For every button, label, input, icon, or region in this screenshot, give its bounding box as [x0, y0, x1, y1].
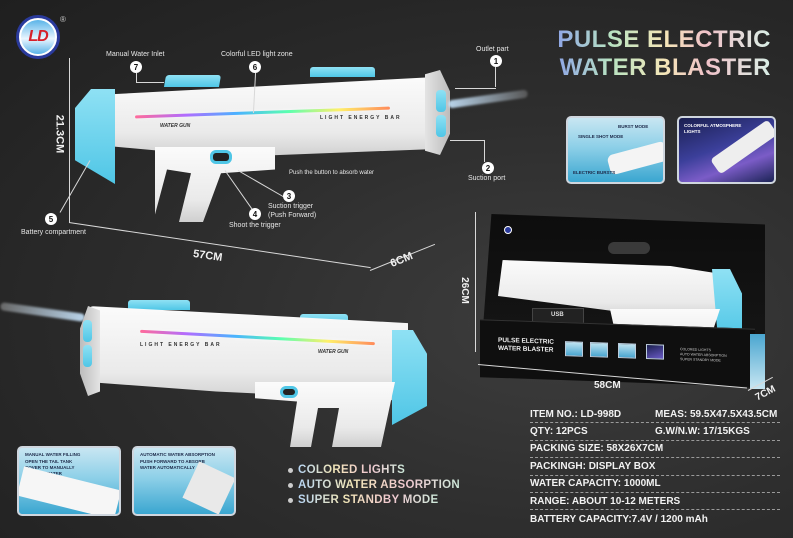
burst-mode-thumbnail: BURST MODE SINGLE SHOT MODE ELECTRIC BUR… [566, 116, 665, 184]
gun-grip [255, 382, 395, 447]
bullet-icon [288, 483, 293, 488]
bullet-icon [288, 468, 293, 473]
callout-1-line-h [455, 88, 496, 89]
top-rail-cap [128, 300, 190, 310]
registered-mark: ® [60, 15, 66, 24]
callout-7-label: Manual Water Inlet [106, 51, 165, 58]
callout-4-label: Shoot the trigger [229, 222, 281, 229]
battery-compartment [75, 89, 115, 184]
callout-1-line [495, 67, 496, 87]
trigger-button [280, 386, 298, 398]
push-note: Push the button to absorb water [289, 170, 375, 176]
colorful-lights-thumbnail: COLORFUL ATMOSPHERE LIGHTS [677, 116, 776, 184]
spec-row: RANGE: ABOUT 10-12 METERS [530, 493, 780, 511]
box-thumb-4 [646, 343, 664, 360]
callout-3-sublabel: (Push Forward) [268, 212, 317, 219]
callout-4-number: 4 [249, 208, 261, 220]
box-hang-hole [608, 242, 650, 254]
colorful-lights-title: COLORFUL ATMOSPHERE LIGHTS [684, 123, 742, 134]
battery-compartment [392, 330, 427, 425]
box-side-panel [750, 334, 765, 389]
callout-3-number: 3 [283, 190, 295, 202]
title-line-1: PULSE ELECTRIC [557, 26, 771, 53]
box-logo-icon [504, 226, 512, 234]
model-label: WATER GUN [318, 349, 349, 355]
callout-5-number: 5 [45, 213, 57, 225]
outlet-nozzle [436, 90, 446, 112]
height-dimension: 21.3CM [53, 114, 66, 154]
height-dimension-line [69, 58, 70, 223]
suction-nozzle [83, 345, 92, 367]
box-length-dimension: 58CM [594, 380, 621, 391]
burst-mode-title: BURST MODE [618, 124, 649, 129]
page-title: PULSE ELECTRIC WATER BLASTER [557, 26, 771, 82]
box-height-dimension: 26CM [458, 277, 470, 304]
spec-row: BATTERY CAPACITY:7.4V / 1200 mAh [530, 513, 708, 525]
callout-6-number: 6 [249, 61, 261, 73]
callout-1-number: 1 [490, 55, 502, 67]
feature-item: AUTO WATER ABSORPTION [288, 478, 460, 493]
callout-7-number: 7 [130, 61, 142, 73]
box-thumb-1 [565, 341, 583, 357]
spec-row: WATER CAPACITY: 1000ML [530, 476, 780, 493]
feature-item: SUPER STANDBY MODE [288, 493, 460, 508]
single-shot-title: SINGLE SHOT MODE [578, 134, 624, 139]
manual-water-filling-thumbnail: MANUAL WATER FILLING OPEN THE TAIL TANK … [17, 446, 121, 516]
callout-3-label: Suction trigger [268, 203, 314, 210]
callout-7-line-h [136, 82, 164, 83]
auto-absorption-title: AUTOMATIC WATER ABSORPTION [140, 452, 215, 457]
length-dimension: 57CM [192, 248, 224, 264]
outlet-nozzle [83, 320, 92, 342]
box-height-line [475, 212, 476, 352]
water-spray [0, 302, 86, 322]
box-title-2: WATER BLASTER [498, 344, 554, 354]
callout-1-label: Outlet part [476, 46, 509, 53]
feature-item: COLORED LIGHTS [288, 463, 460, 478]
gun-muzzle [425, 70, 450, 155]
callout-7-line [136, 73, 137, 83]
led-label: LIGHT ENERGY BAR [320, 115, 402, 121]
trigger-button [210, 150, 232, 164]
spec-row: PACKING SIZE: 58X26X7CM [530, 441, 780, 459]
callout-6-label: Colorful LED light zone [221, 51, 293, 58]
width-dimension: 6CM [388, 250, 415, 270]
auto-water-absorption-thumbnail: AUTOMATIC WATER ABSORPTION PUSH FORWARD … [132, 446, 236, 516]
callout-2-line [450, 140, 485, 141]
callout-2-line-v [484, 140, 485, 162]
suction-nozzle [436, 115, 446, 137]
box-thumb-2 [590, 342, 608, 358]
callout-2-label: Suction port [468, 175, 506, 182]
top-rail-cap [310, 67, 375, 77]
brand-logo: LD [16, 15, 60, 59]
bullet-icon [288, 498, 293, 503]
auto-absorption-caption: PUSH FORWARD TO ABSORB WATER AUTOMATICAL… [140, 459, 205, 470]
model-label: WATER GUN [160, 123, 191, 129]
usb-label: USB [551, 312, 564, 318]
logo-text: LD [21, 20, 55, 54]
led-label: LIGHT ENERGY BAR [140, 342, 222, 348]
second-gun-illustration: LIGHT ENERGY BAR WATER GUN [0, 290, 440, 450]
callout-2-number: 2 [482, 162, 494, 174]
box-thumb-3 [618, 343, 636, 359]
box-feature-3: SUPER STANDBY MODE [680, 357, 721, 363]
manual-inlet-cap [163, 75, 222, 87]
feature-list: COLORED LIGHTS AUTO WATER ABSORPTION SUP… [288, 463, 460, 508]
electric-bursts-caption: ELECTRIC BURSTS [573, 170, 616, 175]
title-line-2: WATER BLASTER [557, 54, 771, 82]
display-box-illustration: USB PULSE ELECTRIC WATER BLASTER COLORED… [480, 214, 765, 389]
water-spray [447, 89, 529, 109]
callout-5-label: Battery compartment [21, 229, 86, 236]
main-gun-illustration: LIGHT ENERGY BAR WATER GUN [60, 65, 529, 235]
manual-filling-title: MANUAL WATER FILLING [25, 452, 81, 457]
spec-row: PACKINGH: DISPLAY BOX [530, 458, 780, 476]
